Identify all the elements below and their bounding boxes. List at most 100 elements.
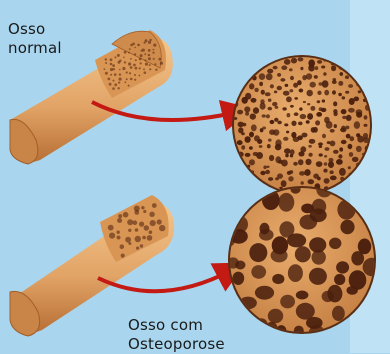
bone-pore bbox=[243, 123, 247, 127]
bone-pore bbox=[139, 58, 142, 61]
bone-pore bbox=[119, 69, 121, 71]
bone-pore bbox=[297, 80, 302, 85]
bone-pore bbox=[148, 54, 150, 56]
bone-pore bbox=[308, 325, 325, 344]
bone-pore bbox=[306, 120, 310, 123]
bone-pore bbox=[123, 57, 125, 59]
bone-pore bbox=[307, 113, 313, 120]
bone-pore bbox=[333, 101, 337, 106]
bone-pore bbox=[261, 90, 265, 95]
bone-pore bbox=[269, 155, 274, 161]
bone-pore bbox=[341, 140, 347, 144]
bone-pore bbox=[118, 82, 120, 84]
bone-pore bbox=[301, 181, 304, 185]
bone-pore bbox=[356, 112, 362, 118]
bone-pore bbox=[242, 97, 248, 104]
bone-pore bbox=[119, 78, 122, 81]
bone-pore bbox=[153, 58, 155, 60]
bone-pore bbox=[153, 49, 155, 51]
bone-pore bbox=[319, 153, 323, 156]
bone-pore bbox=[237, 110, 243, 115]
bone-pore bbox=[105, 62, 107, 64]
bone-pore bbox=[142, 236, 146, 240]
bone-pore bbox=[332, 306, 345, 321]
bone-pore bbox=[114, 56, 116, 58]
bone-pore bbox=[149, 230, 153, 234]
bone-pore bbox=[332, 80, 337, 84]
bone-pore bbox=[104, 68, 106, 70]
bone-pore bbox=[259, 145, 263, 148]
bone-pore bbox=[274, 91, 277, 94]
bone-pore bbox=[328, 161, 334, 168]
bone-pore bbox=[148, 57, 151, 60]
bone-pore bbox=[356, 146, 362, 152]
bone-pore bbox=[268, 139, 272, 142]
bone-pore bbox=[350, 136, 355, 141]
bone-pore bbox=[281, 65, 287, 70]
bone-pore bbox=[290, 105, 294, 108]
bone-pore bbox=[241, 132, 245, 135]
bone-pore bbox=[284, 123, 288, 126]
bone-pore bbox=[144, 59, 146, 61]
bone-pore bbox=[283, 91, 290, 96]
bone-pore bbox=[108, 225, 114, 231]
bone-pore bbox=[117, 231, 120, 234]
bone-pore bbox=[132, 43, 135, 46]
bone-pore bbox=[266, 166, 269, 168]
bone-pore bbox=[118, 87, 120, 89]
bone-pore bbox=[300, 114, 307, 119]
bone-pore bbox=[270, 84, 274, 88]
bone-pore bbox=[113, 80, 115, 82]
bone-pore bbox=[241, 145, 245, 149]
bone-pore bbox=[110, 74, 112, 76]
bone-pore bbox=[126, 78, 128, 80]
bone-pore bbox=[144, 53, 146, 55]
bone-pore bbox=[128, 242, 131, 245]
bone-pore bbox=[267, 69, 273, 74]
bone-pore bbox=[109, 83, 112, 86]
bone-pore bbox=[291, 121, 296, 126]
bone-pore bbox=[259, 229, 274, 241]
bone-pore bbox=[300, 67, 303, 70]
bone-pore bbox=[152, 52, 154, 54]
bone-pore bbox=[139, 75, 141, 77]
bone-pore bbox=[329, 238, 341, 249]
bone-pore bbox=[333, 150, 339, 154]
bone-pore bbox=[157, 219, 162, 224]
bone-pore bbox=[272, 102, 277, 106]
bone-pore bbox=[298, 57, 304, 61]
bone-pore bbox=[256, 152, 263, 159]
bone-pore bbox=[112, 87, 115, 90]
bone-pore bbox=[148, 49, 151, 52]
bone-pore bbox=[275, 177, 279, 180]
bone-pore bbox=[281, 180, 287, 187]
bone-pore bbox=[340, 72, 344, 76]
bone-pore bbox=[105, 58, 107, 60]
bone-pore bbox=[133, 64, 136, 67]
bone-pore bbox=[281, 160, 288, 167]
bone-pore bbox=[124, 61, 126, 63]
bone-pore bbox=[345, 126, 349, 130]
bone-pore bbox=[364, 115, 368, 119]
bone-pore bbox=[330, 176, 337, 181]
bone-pore bbox=[347, 286, 358, 295]
bone-pore bbox=[352, 157, 359, 162]
bone-pore bbox=[260, 103, 266, 110]
bone-pore bbox=[287, 113, 291, 117]
bone-pore bbox=[268, 99, 272, 102]
bone-pore bbox=[345, 75, 349, 79]
bone-pore bbox=[135, 67, 138, 70]
bone-pore bbox=[340, 220, 354, 234]
bone-pore bbox=[324, 162, 328, 165]
bone-pore bbox=[268, 309, 283, 323]
bone-pore bbox=[321, 108, 327, 112]
bone-pore bbox=[110, 58, 113, 61]
bone-pore bbox=[316, 112, 322, 117]
bone-pore bbox=[145, 63, 148, 66]
bone-pore bbox=[245, 136, 251, 143]
bone-pore bbox=[310, 106, 315, 111]
label-normal-bone: Osso normal bbox=[8, 20, 62, 58]
bone-pore bbox=[272, 274, 284, 284]
bone-pore bbox=[268, 177, 273, 181]
bone-pore bbox=[249, 159, 255, 165]
